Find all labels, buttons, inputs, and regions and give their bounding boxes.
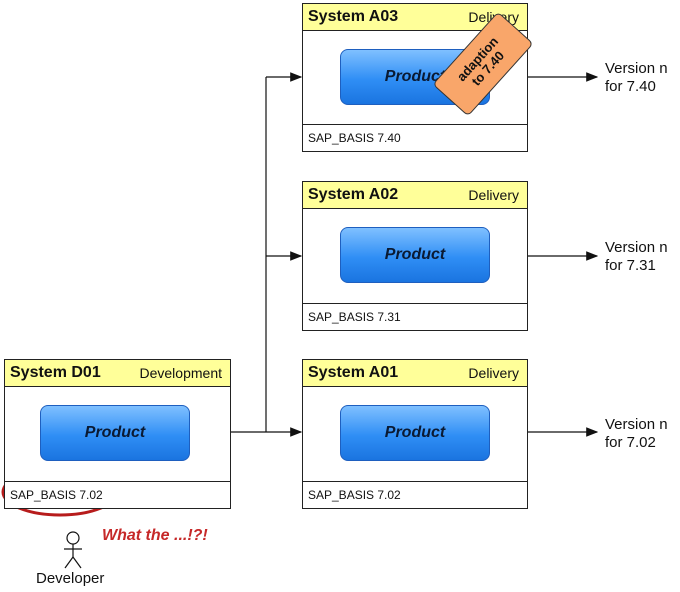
system-a02-role: Delivery <box>468 187 519 203</box>
version-label-a02-line2: for 7.31 <box>605 257 656 274</box>
system-d01-product: Product <box>40 405 190 461</box>
system-a01-basis: SAP_BASIS 7.02 <box>308 488 401 502</box>
developer-label: Developer <box>36 570 105 587</box>
system-d01-header: System D01 Development <box>5 360 230 387</box>
system-a02-product: Product <box>340 227 490 283</box>
system-a01-role: Delivery <box>468 365 519 381</box>
system-a02: System A02 Delivery Product SAP_BASIS 7.… <box>302 181 528 331</box>
system-a03-name: System A03 <box>308 8 399 25</box>
system-d01-role: Development <box>139 365 223 381</box>
system-a02-header: System A02 Delivery <box>303 182 527 209</box>
system-a01-header: System A01 Delivery <box>303 360 527 387</box>
system-a02-name: System A02 <box>308 186 399 203</box>
system-a03-basis: SAP_BASIS 7.40 <box>308 131 401 145</box>
system-d01-basis: SAP_BASIS 7.02 <box>10 488 103 502</box>
version-label-a03-line2: for 7.40 <box>605 78 656 95</box>
system-a01-footer: SAP_BASIS 7.02 <box>303 481 527 508</box>
developer-icon <box>64 531 82 569</box>
system-d01-footer: SAP_BASIS 7.02 <box>5 481 230 508</box>
system-a03-footer: SAP_BASIS 7.40 <box>303 124 527 151</box>
system-a01: System A01 Delivery Product SAP_BASIS 7.… <box>302 359 528 509</box>
system-a02-footer: SAP_BASIS 7.31 <box>303 303 527 330</box>
system-a01-name: System A01 <box>308 364 399 381</box>
system-a01-product: Product <box>340 405 490 461</box>
system-d01-name: System D01 <box>10 364 101 381</box>
version-label-a03-line1: Version n <box>605 60 668 77</box>
system-a02-basis: SAP_BASIS 7.31 <box>308 310 401 324</box>
developer-exclamation: What the ...!?! <box>102 527 208 544</box>
version-label-a02-line1: Version n <box>605 239 668 256</box>
version-label-a01-line2: for 7.02 <box>605 434 656 451</box>
system-d01: System D01 Development Product SAP_BASIS… <box>4 359 231 509</box>
version-label-a01-line1: Version n <box>605 416 668 433</box>
